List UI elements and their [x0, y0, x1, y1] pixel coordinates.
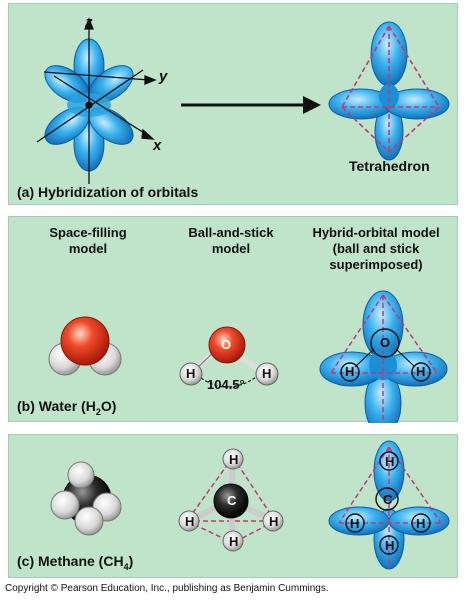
- tetrahedron-outline: [341, 25, 440, 153]
- methane-carbon-label: C: [227, 493, 237, 508]
- panel-hybridization: z y x Tetrahedron (a) Hybridization of o…: [8, 3, 458, 205]
- methane-models: [50, 440, 450, 570]
- tetrahedron-label: Tetrahedron: [349, 158, 430, 174]
- header-ball-and-stick: Ball-and-stick model: [188, 225, 274, 256]
- methane-h-bottom-label: H: [229, 534, 239, 549]
- hybrid-hydrogen-right-label: H: [416, 364, 426, 379]
- axis-x-label: x: [153, 137, 162, 154]
- water-space-filling: [48, 316, 122, 376]
- axis-y-label: y: [159, 68, 168, 85]
- water-hydrogen-right-label: H: [262, 366, 272, 381]
- hybrid-hydrogen-left-label: H: [345, 364, 355, 379]
- methane-h-top-label: H: [229, 452, 239, 467]
- axes: [36, 17, 157, 184]
- header-hybrid-orbital: Hybrid-orbital model (ball and stick sup…: [312, 225, 440, 272]
- water-hybrid-orbital: [319, 290, 448, 423]
- hybridization-arrow: [181, 96, 321, 114]
- panel-methane: C H H H H C H H H H (c) Methane (CH4): [8, 434, 458, 578]
- bond-angle-label: 104.5°: [207, 377, 245, 392]
- hybrid-h-left-label: H: [350, 516, 360, 531]
- caption-c-suffix: ): [128, 553, 134, 569]
- methane-h-right-label: H: [269, 514, 279, 529]
- water-models: [48, 290, 448, 423]
- caption-a: (a) Hybridization of orbitals: [17, 184, 199, 200]
- methane-hybrid-orbital: [328, 440, 450, 570]
- panel-water: Space-filling model Ball-and-stick model…: [8, 216, 458, 423]
- caption-b-prefix: (b) Water (H: [17, 398, 96, 414]
- water-hydrogen-left-label: H: [186, 366, 196, 381]
- caption-c-subscript: 4: [123, 561, 129, 572]
- caption-c-prefix: (c) Methane (CH: [17, 553, 124, 569]
- header-space-filling: Space-filling model: [49, 225, 127, 256]
- methane-h-left-label: H: [185, 514, 195, 529]
- methane-ball-and-stick: [178, 448, 284, 552]
- caption-b-subscript: 2: [95, 406, 101, 417]
- hybrid-h-top-label: H: [385, 454, 395, 469]
- water-oxygen-label: O: [221, 337, 232, 352]
- hybrid-h-right-label: H: [416, 516, 426, 531]
- hybrid-h-bottom-label: H: [385, 538, 395, 553]
- hybridization-diagram: [36, 17, 450, 184]
- caption-c: (c) Methane (CH4): [17, 553, 133, 572]
- caption-b: (b) Water (H2O): [17, 398, 116, 417]
- hybrid-carbon-label: C: [383, 492, 393, 507]
- copyright-notice: Copyright © Pearson Education, Inc., pub…: [5, 583, 329, 594]
- water-ball-and-stick: [179, 326, 279, 388]
- axis-z-label: z: [85, 14, 93, 31]
- methane-space-filling: [50, 461, 122, 536]
- hybrid-oxygen-label: O: [380, 335, 391, 350]
- caption-b-suffix: O): [100, 398, 117, 414]
